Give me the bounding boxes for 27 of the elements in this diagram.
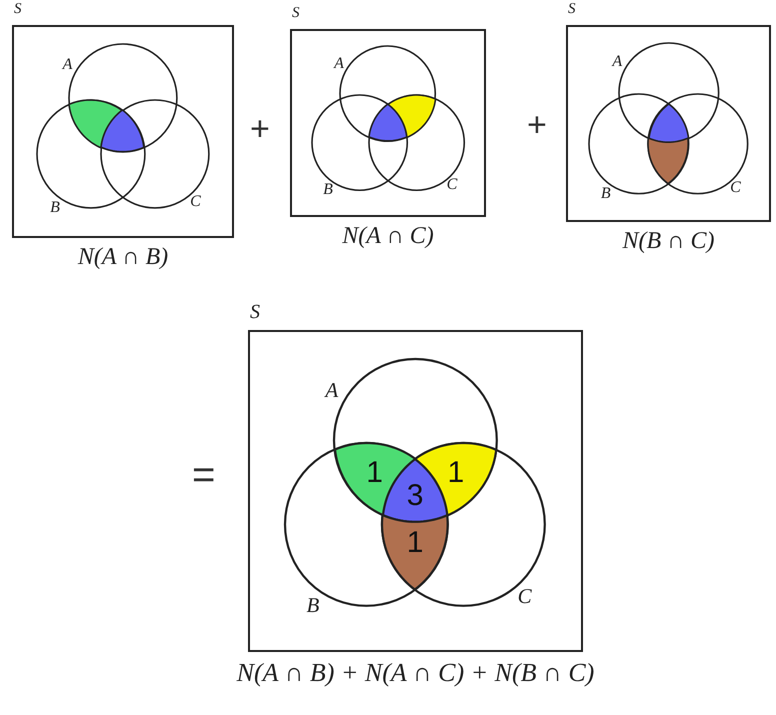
count-label: 3 bbox=[406, 481, 424, 512]
set-label: B bbox=[50, 200, 60, 216]
set-label: C bbox=[730, 180, 741, 196]
formula-caption: N(B ∩ C) bbox=[622, 228, 714, 254]
set-label: S bbox=[250, 302, 260, 322]
operator-sign: + bbox=[527, 108, 547, 142]
set-label: S bbox=[14, 2, 22, 17]
set-label: S bbox=[292, 6, 300, 21]
count-label: 1 bbox=[406, 528, 424, 558]
set-label: B bbox=[306, 595, 320, 616]
count-label: 1 bbox=[366, 458, 383, 488]
formula-caption: N(A ∩ C) bbox=[342, 223, 434, 249]
set-label: A bbox=[612, 54, 622, 70]
count-label: 1 bbox=[447, 458, 464, 488]
formula-caption: N(A ∩ B) bbox=[78, 244, 168, 270]
set-label: A bbox=[334, 56, 344, 72]
formula-caption: N(A ∩ B) + N(A ∩ C) + N(B ∩ C) bbox=[236, 658, 594, 687]
set-label: B bbox=[323, 182, 333, 198]
set-label: A bbox=[62, 56, 72, 73]
set-label: C bbox=[190, 194, 201, 210]
set-label: S bbox=[568, 2, 576, 17]
set-label: C bbox=[518, 586, 532, 608]
set-label: A bbox=[325, 380, 338, 401]
set-label: C bbox=[446, 177, 458, 194]
operator-sign: + bbox=[250, 112, 270, 146]
set-label: B bbox=[600, 186, 611, 202]
operator-sign: = bbox=[192, 455, 216, 495]
